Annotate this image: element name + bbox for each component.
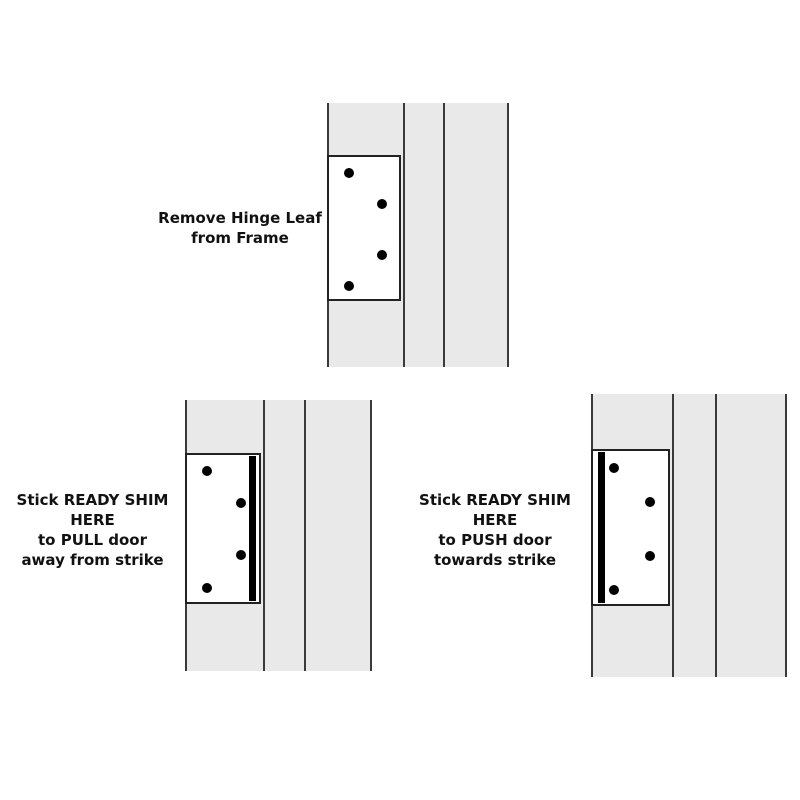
frame-stop-line: [263, 400, 265, 671]
screw-hole-icon: [377, 199, 387, 209]
label-line: to PUSH door: [438, 531, 552, 549]
door-edge-line: [443, 103, 445, 367]
door-edge-line: [304, 400, 306, 671]
screw-hole-icon: [202, 583, 212, 593]
label-line: Remove Hinge Leaf: [158, 209, 322, 227]
screw-hole-icon: [344, 281, 354, 291]
label-line: Stick READY SHIM: [419, 491, 571, 509]
instruction-label: Stick READY SHIM HERE to PUSH door towar…: [400, 490, 590, 570]
screw-hole-icon: [236, 498, 246, 508]
frame-stop-line: [403, 103, 405, 367]
label-line: to PULL door: [38, 531, 147, 549]
hinge-leaf: [185, 453, 261, 604]
hinge-leaf: [327, 155, 401, 301]
label-line: away from strike: [21, 551, 164, 569]
frame-stop-line: [672, 394, 674, 677]
door-face-line: [370, 400, 372, 671]
label-line: Stick READY SHIM: [16, 491, 169, 509]
screw-hole-icon: [377, 250, 387, 260]
label-line: HERE: [70, 511, 115, 529]
ready-shim-strip: [249, 456, 256, 601]
door-edge-line: [715, 394, 717, 677]
screw-hole-icon: [609, 585, 619, 595]
screw-hole-icon: [236, 550, 246, 560]
door-face-line: [507, 103, 509, 367]
label-line: towards strike: [433, 551, 557, 569]
screw-hole-icon: [645, 497, 655, 507]
label-line: HERE: [472, 511, 518, 529]
door-face-line: [785, 394, 787, 677]
screw-hole-icon: [202, 466, 212, 476]
label-line: from Frame: [191, 229, 289, 247]
screw-hole-icon: [609, 463, 619, 473]
instruction-label: Remove Hinge Leaf from Frame: [150, 208, 330, 248]
ready-shim-strip: [598, 452, 605, 603]
screw-hole-icon: [645, 551, 655, 561]
instruction-label: Stick READY SHIM HERE to PULL door away …: [0, 490, 185, 570]
screw-hole-icon: [344, 168, 354, 178]
